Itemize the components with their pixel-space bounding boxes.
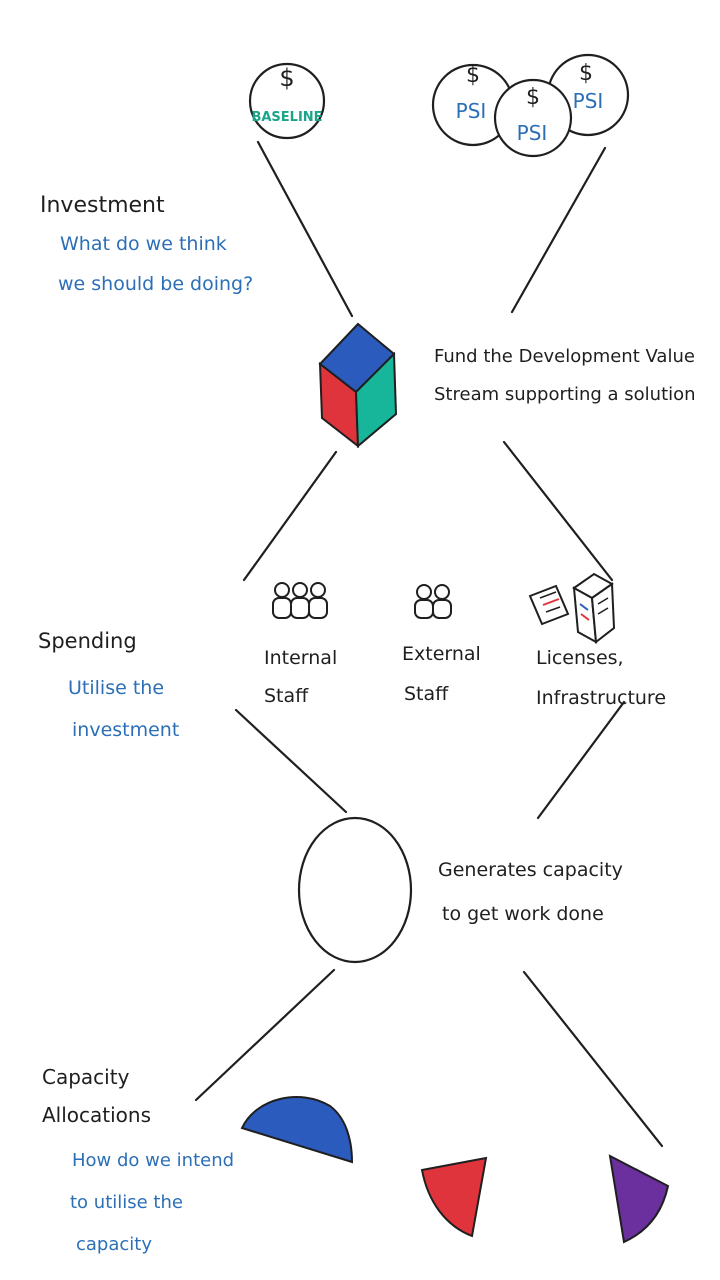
allocation-wedge-purple (608, 1154, 670, 1244)
infrastructure-server-icon (572, 572, 616, 644)
spending-heading: Spending (38, 629, 137, 653)
psi-coin-label: PSI (517, 121, 548, 145)
psi-coin-middle: $ PSI (493, 78, 573, 158)
connector-lines (194, 140, 664, 1148)
allocation-wedge-red (420, 1156, 488, 1238)
allocation-wedge-blue (240, 1096, 354, 1164)
investment-question-line1: What do we think (60, 233, 227, 255)
internal-staff-line2: Staff (264, 685, 309, 707)
psi-coin-label: PSI (573, 89, 604, 113)
value-stream-text-line1: Fund the Development Value (434, 346, 695, 367)
investment-heading: Investment (40, 193, 165, 218)
external-staff-icon (414, 584, 452, 619)
allocations-heading-line2: Allocations (42, 1103, 151, 1127)
psi-dollar-icon: $ (579, 61, 593, 86)
internal-staff-line1: Internal (264, 647, 337, 669)
capacity-text-line2: to get work done (442, 903, 604, 925)
connector-cube-to-internal (242, 450, 338, 582)
psi-dollar-icon: $ (526, 85, 540, 110)
external-staff-line2: Staff (404, 683, 449, 705)
capacity-text-line1: Generates capacity (438, 859, 623, 881)
connector-spending-to-capacity-left (234, 708, 348, 814)
licenses-document-icon (528, 584, 570, 626)
connector-psi-to-cube (510, 146, 607, 314)
external-staff-line1: External (402, 643, 481, 665)
baseline-dollar-icon: $ (279, 64, 294, 92)
allocations-sub-line1: How do we intend (72, 1150, 234, 1171)
allocations-sub-line2: to utilise the (70, 1192, 183, 1213)
psi-coin-label: PSI (456, 99, 487, 123)
baseline-coin: $ BASELINE (248, 62, 326, 140)
spending-sub-line1: Utilise the (68, 677, 164, 699)
value-stream-text-line2: Stream supporting a solution (434, 384, 696, 405)
licenses-line1: Licenses, (536, 647, 624, 669)
connector-spending-to-capacity-right (536, 700, 626, 820)
investment-question-line2: we should be doing? (58, 273, 253, 295)
psi-coins: $ PSI $ PSI $ PSI (431, 53, 630, 158)
connector-baseline-to-cube (256, 140, 354, 318)
connector-cube-to-licenses (502, 440, 614, 582)
connector-capacity-to-left (194, 968, 336, 1102)
baseline-coin-label: BASELINE (251, 110, 322, 125)
psi-coin-left: $ PSI (431, 63, 515, 147)
spending-sub-line2: investment (72, 719, 179, 741)
allocations-heading-line1: Capacity (42, 1065, 130, 1089)
allocations-sub-line3: capacity (76, 1234, 152, 1255)
value-stream-cube-icon (318, 322, 398, 449)
connector-capacity-to-right (522, 970, 664, 1148)
licenses-line2: Infrastructure (536, 687, 666, 709)
internal-staff-icon (272, 582, 328, 619)
capacity-circle (297, 816, 413, 964)
psi-dollar-icon: $ (466, 63, 480, 88)
